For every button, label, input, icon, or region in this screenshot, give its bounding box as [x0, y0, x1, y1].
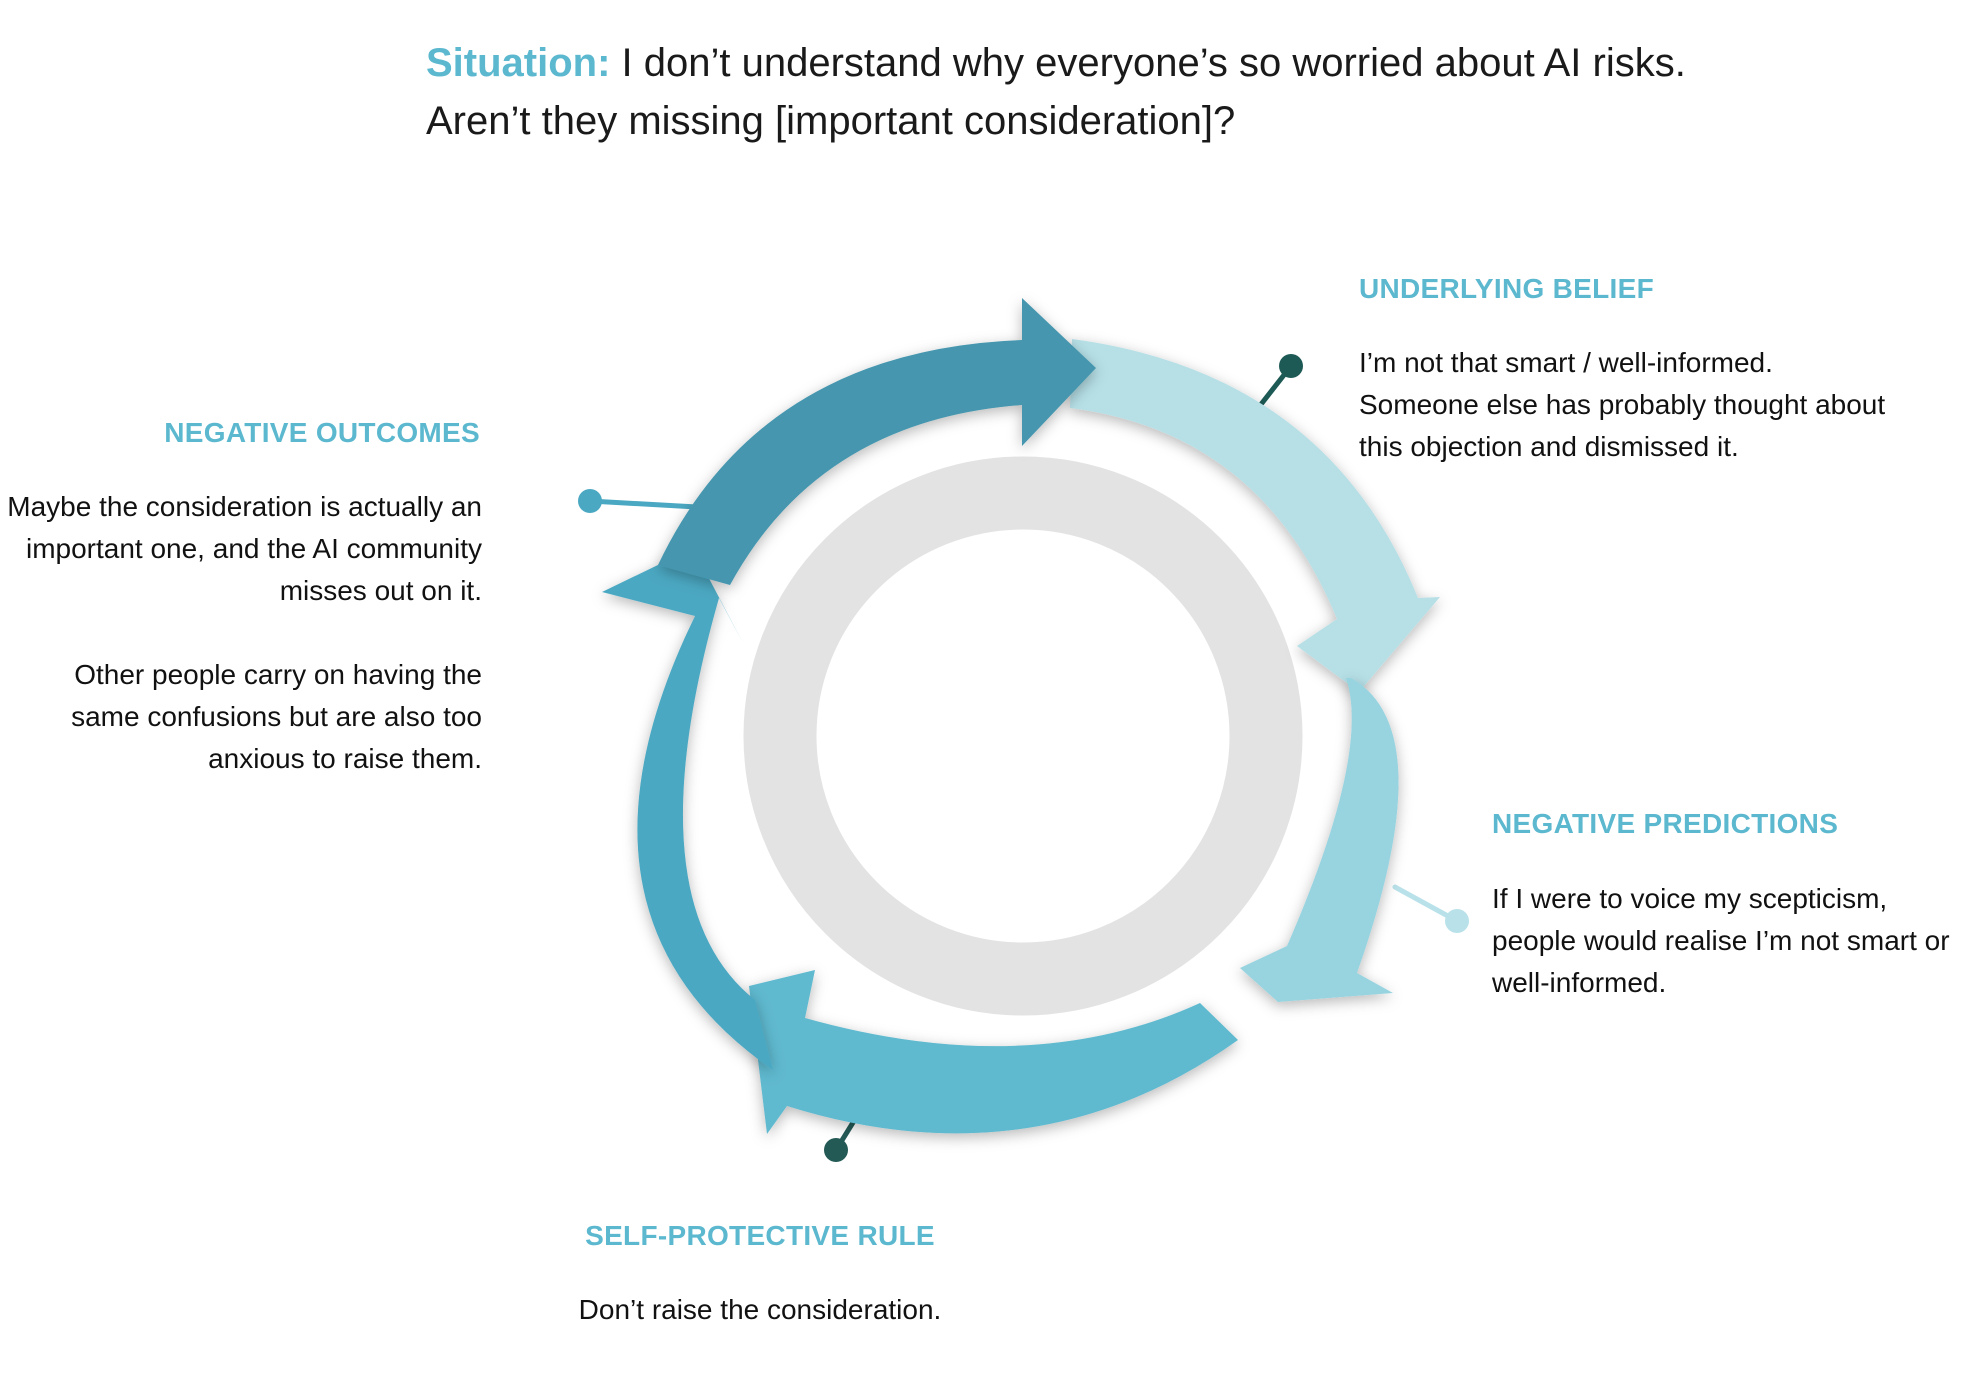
dot-self-protective-rule — [824, 1138, 848, 1162]
arrow-self-protective-rule — [749, 970, 1238, 1134]
connector-dots — [578, 354, 1469, 1162]
cycle-arrows — [602, 298, 1440, 1134]
negative-predictions-text: If I were to voice my scepticism, people… — [1492, 883, 1950, 998]
connector-negative-outcomes — [587, 498, 700, 510]
arrow-negative-predictions — [1240, 678, 1399, 1002]
negative-predictions-title: NEGATIVE PREDICTIONS — [1492, 808, 1839, 839]
negative-outcomes-title: NEGATIVE OUTCOMES — [164, 417, 480, 448]
inner-ring — [743, 456, 1303, 1016]
underlying-belief-title: UNDERLYING BELIEF — [1359, 273, 1654, 304]
negative-outcomes-text-2: Other people carry on having the same co… — [71, 659, 482, 774]
arrow-underlying-belief — [1070, 339, 1440, 692]
dot-underlying-belief — [1279, 354, 1303, 378]
negative-outcomes-text-1: Maybe the consideration is actually an i… — [7, 491, 482, 606]
underlying-belief-body: I’m not that smart / well-informed. Some… — [1359, 342, 1899, 468]
dot-negative-predictions — [1445, 909, 1469, 933]
underlying-belief-text: I’m not that smart / well-informed. Some… — [1359, 347, 1886, 462]
self-protective-rule-title: SELF-PROTECTIVE RULE — [585, 1220, 935, 1251]
situation-text: I don’t understand why everyone’s so wor… — [426, 41, 1686, 143]
self-protective-rule-text: Don’t raise the consideration. — [578, 1294, 942, 1325]
arrow-negative-outcomes — [602, 548, 773, 1070]
situation-lead: Situation: — [426, 41, 611, 85]
dot-negative-outcomes — [578, 489, 602, 513]
arrow-top — [658, 298, 1096, 585]
negative-outcomes-body: Maybe the consideration is actually an i… — [0, 486, 482, 780]
negative-predictions-body: If I were to voice my scepticism, people… — [1492, 878, 1962, 1004]
self-protective-rule-body: Don’t raise the consideration. — [510, 1289, 1010, 1331]
situation-heading: Situation: I don’t understand why everyo… — [426, 34, 1686, 150]
